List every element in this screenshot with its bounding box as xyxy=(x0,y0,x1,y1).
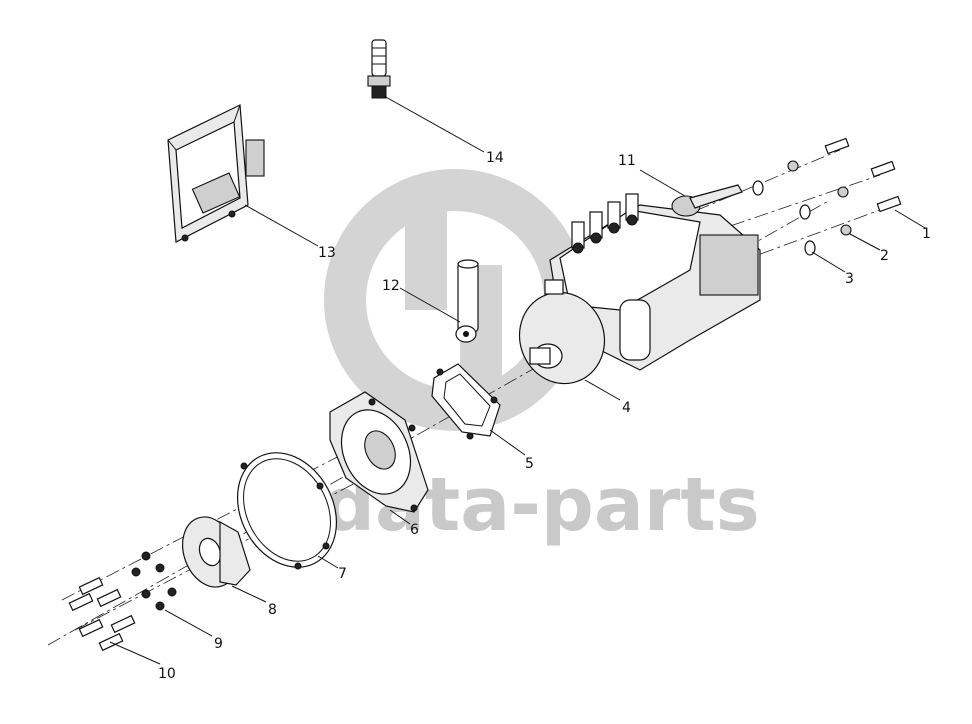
callout-4: 4 xyxy=(622,400,631,416)
part-5-gasket xyxy=(431,363,501,440)
callout-11: 11 xyxy=(618,153,636,169)
callout-8: 8 xyxy=(268,602,277,618)
part-2-lock-washers xyxy=(787,160,852,236)
callout-5: 5 xyxy=(525,456,534,472)
callout-9: 9 xyxy=(214,636,223,652)
part-11-lever xyxy=(671,184,743,217)
callout-12: 12 xyxy=(382,278,400,294)
part-9-lock-washers xyxy=(131,551,177,611)
part-3-flat-washers xyxy=(752,180,816,256)
callout-2: 2 xyxy=(880,248,889,264)
part-8-coupling-hub xyxy=(182,516,251,588)
callout-14: 14 xyxy=(486,150,504,166)
part-12-pipe-fitting xyxy=(455,259,479,343)
callout-6: 6 xyxy=(410,522,419,538)
leader-lines xyxy=(109,95,926,665)
part-1-bolts xyxy=(824,137,902,213)
part-13-ecu xyxy=(167,104,265,243)
part-6-flange-housing xyxy=(329,391,429,513)
part-4-injection-pump xyxy=(518,193,761,385)
callout-3: 3 xyxy=(845,271,854,287)
callout-1: 1 xyxy=(922,226,931,242)
part-7-large-gasket xyxy=(236,452,338,570)
callout-10: 10 xyxy=(158,666,176,682)
callout-13: 13 xyxy=(318,245,336,261)
part-14-sensor xyxy=(367,39,391,99)
callout-7: 7 xyxy=(338,566,347,582)
